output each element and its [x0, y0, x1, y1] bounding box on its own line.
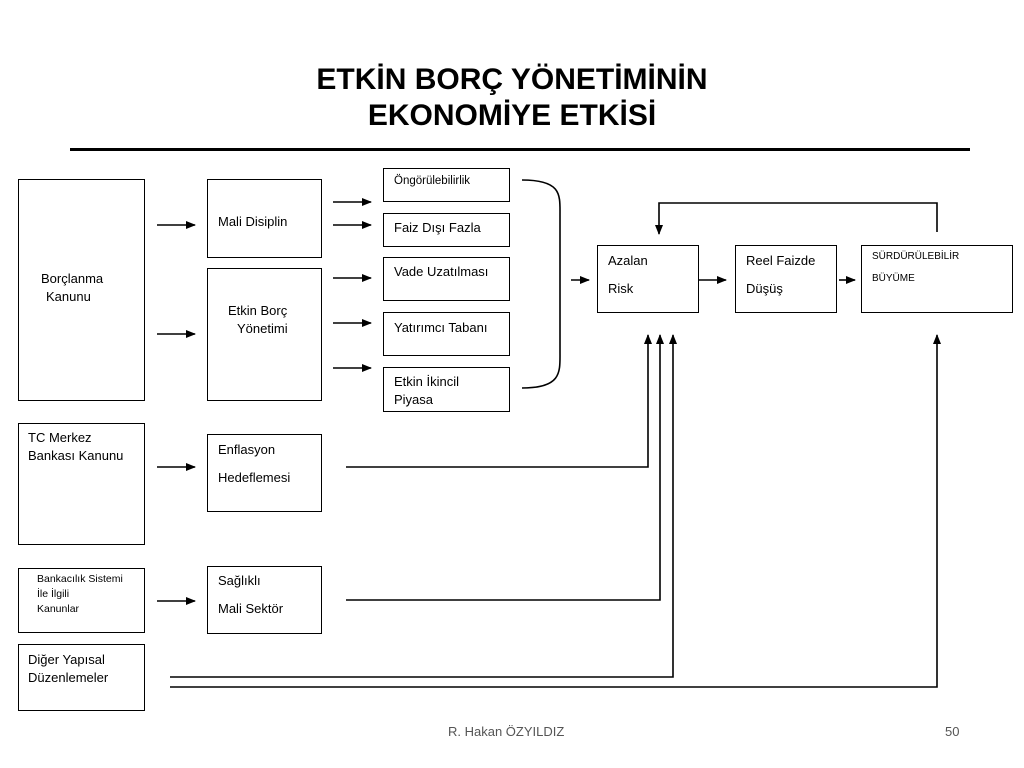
saglikli-mali-sektor-box: Sağlıklı Mali Sektör — [207, 566, 322, 634]
enflasyon-hedeflemesi-box: Enflasyon Hedeflemesi — [207, 434, 322, 512]
etkin-borc-yonetimi-box: Etkin Borç Yönetimi — [207, 268, 322, 401]
slide-title: ETKİN BORÇ YÖNETİMİNİN EKONOMİYE ETKİSİ — [0, 62, 1024, 134]
box-label-line: Vade Uzatılması — [394, 264, 489, 279]
title-line-1: ETKİN BORÇ YÖNETİMİNİN — [316, 63, 708, 96]
faiz-disi-fazla-box: Faiz Dışı Fazla — [383, 213, 510, 247]
box-label-line: Kanunlar — [37, 603, 80, 615]
diger-yapisal-duzenlemeler-box: Diğer Yapısal Düzenlemeler — [18, 644, 145, 711]
box-label-line: Piyasa — [394, 392, 434, 407]
etkin-ikincil-piyasa-box: Etkin İkincil Piyasa — [383, 367, 510, 412]
borclanma-kanunu-box: Borçlanma Kanunu — [18, 179, 145, 401]
box-label-line: Yatırımcı Tabanı — [394, 320, 488, 335]
box-label-line: İle İlgili — [37, 588, 70, 600]
page-number: 50 — [945, 724, 960, 739]
title-line-2: EKONOMİYE ETKİSİ — [367, 99, 657, 132]
arrow-diger-to-buyume — [170, 334, 941, 688]
box-label-line: Bankacılık Sistemi — [37, 573, 123, 585]
box-label-line: Bankası Kanunu — [28, 448, 124, 463]
box-label-line: Öngörülebilirlik — [394, 175, 471, 187]
box-label-line: Mali Sektör — [218, 601, 284, 616]
azalan-risk-box: Azalan Risk — [597, 245, 699, 313]
box-label-line: SÜRDÜRÜLEBİLİR — [872, 251, 960, 262]
box-label-line: Sağlıklı — [218, 573, 261, 588]
box-label-line: Yönetimi — [237, 321, 288, 336]
box-label-line: Etkin İkincil — [394, 374, 460, 389]
arrow-saglikli-to-risk — [346, 334, 664, 601]
arrow-enflasyon-to-risk — [346, 334, 652, 468]
bankacilik-kanunlari-box: Bankacılık Sistemi İle İlgili Kanunlar — [18, 568, 145, 633]
box-label-line: TC Merkez — [28, 430, 92, 445]
box-label-line: Etkin Borç — [228, 303, 288, 318]
footer-author: R. Hakan ÖZYILDIZ — [448, 724, 565, 739]
tc-merkez-bankasi-kanunu-box: TC Merkez Bankası Kanunu — [18, 423, 145, 545]
factors-brace — [521, 179, 561, 389]
box-label-line: Faiz Dışı Fazla — [394, 220, 481, 235]
ongorulebilirlik-box: Öngörülebilirlik — [383, 168, 510, 202]
yatirimci-tabani-box: Yatırımcı Tabanı — [383, 312, 510, 356]
mali-disiplin-box: Mali Disiplin — [207, 179, 322, 258]
box-label-line: Reel Faizde — [746, 253, 816, 268]
box-label-line: Enflasyon — [218, 442, 276, 457]
arrow-buyume-to-reel-faiz — [655, 202, 938, 235]
box-label-line: Borçlanma — [41, 271, 104, 286]
box-label-line: Hedeflemesi — [218, 470, 291, 485]
box-label-line: Diğer Yapısal — [28, 652, 105, 667]
arrow-diger-to-risk — [170, 334, 677, 678]
reel-faiz-dusus-box: Reel Faizde Düşüş — [735, 245, 837, 313]
surdurulebilir-buyume-box: SÜRDÜRÜLEBİLİR BÜYÜME — [861, 245, 1013, 313]
vade-uzatilmasi-box: Vade Uzatılması — [383, 257, 510, 301]
box-label-line: Risk — [608, 281, 634, 296]
box-label-line: Kanunu — [46, 289, 91, 304]
box-label-line: Düşüş — [746, 281, 783, 296]
box-label-line: Düzenlemeler — [28, 670, 109, 685]
box-label-line: BÜYÜME — [872, 273, 915, 284]
title-underline — [70, 148, 970, 151]
box-label-line: Azalan — [608, 253, 648, 268]
box-label-line: Mali Disiplin — [218, 214, 288, 229]
